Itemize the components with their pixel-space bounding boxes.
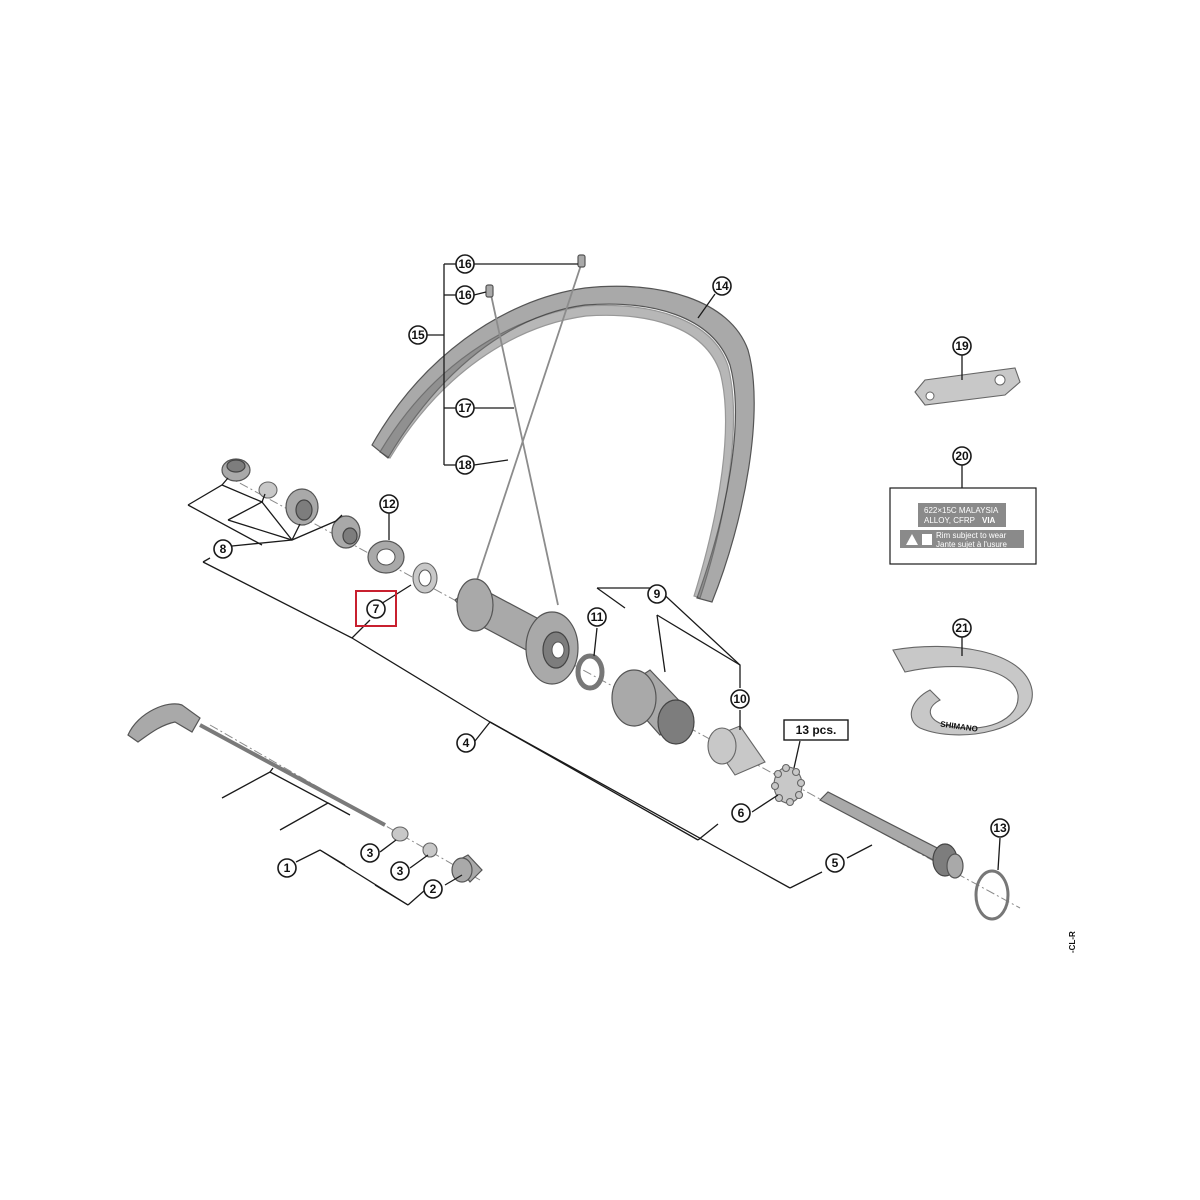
svg-text:12: 12 — [382, 497, 396, 511]
callout-8: 8 — [213, 539, 233, 559]
callout-18: 18 — [455, 455, 475, 475]
callout-10: 10 — [730, 689, 750, 709]
o-ring-11 — [575, 653, 605, 691]
svg-text:14: 14 — [715, 279, 729, 293]
info-book-icon — [922, 534, 932, 545]
sticker-line2: ALLOY, CFRP — [924, 516, 975, 525]
spoke-nipple-left — [485, 284, 494, 298]
skewer-spring-a — [391, 826, 409, 842]
svg-text:7: 7 — [373, 602, 380, 616]
rim-tape: SHIMANO — [892, 645, 1033, 736]
svg-text:17: 17 — [458, 401, 472, 415]
callout-13: 13 — [990, 818, 1010, 838]
callout-1: 1 — [277, 858, 297, 878]
quick-release-skewer — [127, 703, 386, 827]
callout-13-pcs-label: 13 pcs. — [783, 719, 849, 741]
spoke-wrench — [914, 367, 1021, 406]
rim — [371, 285, 755, 603]
callout-12: 12 — [379, 494, 399, 514]
svg-text:16: 16 — [458, 288, 472, 302]
svg-text:19: 19 — [955, 339, 969, 353]
callout-7-highlight — [355, 590, 397, 627]
svg-text:15: 15 — [411, 328, 425, 342]
callout-3b: 3 — [390, 861, 410, 881]
sticker-warning-en: Rim subject to wear — [936, 531, 1007, 540]
hub-body — [454, 578, 579, 685]
spokes — [471, 254, 586, 606]
bearing-retainer-7 — [412, 562, 438, 594]
svg-text:13 pcs.: 13 pcs. — [796, 723, 837, 737]
callout-21: 21 — [952, 618, 972, 638]
svg-text:10: 10 — [733, 692, 747, 706]
washer-12 — [367, 540, 405, 574]
callout-9: 9 — [647, 584, 667, 604]
skewer-nut — [451, 854, 483, 883]
svg-text:3: 3 — [367, 846, 374, 860]
svg-text:16: 16 — [458, 257, 472, 271]
o-ring-13 — [974, 869, 1010, 921]
bearing-balls — [770, 763, 806, 807]
sticker-line1: 622×15C MALAYSIA — [924, 506, 999, 515]
svg-text:6: 6 — [738, 806, 745, 820]
diagram-code: -CL-R — [1068, 931, 1077, 953]
svg-text:8: 8 — [220, 542, 227, 556]
sticker-warning-fr: Jante sujet à l'usure — [936, 540, 1007, 549]
callout-4: 4 — [456, 733, 476, 753]
warning-icon — [906, 534, 918, 545]
svg-text:11: 11 — [591, 610, 604, 624]
callout-11: 11 — [587, 607, 607, 627]
sticker-brand: VIA — [982, 516, 996, 525]
svg-text:4: 4 — [463, 736, 470, 750]
callout-14: 14 — [712, 276, 732, 296]
skewer-spring-b — [422, 842, 438, 858]
spoke-nipple-right — [577, 254, 586, 268]
callout-15: 15 — [408, 325, 428, 345]
hub-axle — [819, 791, 964, 879]
callout-2: 2 — [423, 879, 443, 899]
rim-sticker: 622×15C MALAYSIA ALLOY, CFRP VIA Rim sub… — [889, 487, 1037, 565]
callout-7: 7 — [355, 590, 397, 627]
leader-lines — [187, 263, 1001, 906]
callout-17: 17 — [455, 398, 475, 418]
callout-16a: 16 — [455, 254, 475, 274]
freehub-body — [611, 669, 695, 745]
spacer-ring — [258, 481, 278, 499]
callout-5: 5 — [825, 853, 845, 873]
svg-text:5: 5 — [832, 856, 839, 870]
svg-text:20: 20 — [955, 449, 969, 463]
cone — [331, 515, 361, 549]
svg-text:2: 2 — [430, 882, 437, 896]
svg-text:18: 18 — [458, 458, 472, 472]
freehub-sleeve — [707, 725, 766, 776]
axle-end-cap — [221, 458, 251, 482]
svg-text:9: 9 — [654, 587, 661, 601]
svg-text:1: 1 — [284, 861, 291, 875]
callout-6: 6 — [731, 803, 751, 823]
callout-20: 20 — [952, 446, 972, 466]
callout-3a: 3 — [360, 843, 380, 863]
callout-16b: 16 — [455, 285, 475, 305]
cone-nut — [285, 488, 319, 526]
svg-text:13: 13 — [993, 821, 1007, 835]
callout-19: 19 — [952, 336, 972, 356]
svg-text:3: 3 — [397, 864, 404, 878]
svg-text:21: 21 — [955, 621, 969, 635]
